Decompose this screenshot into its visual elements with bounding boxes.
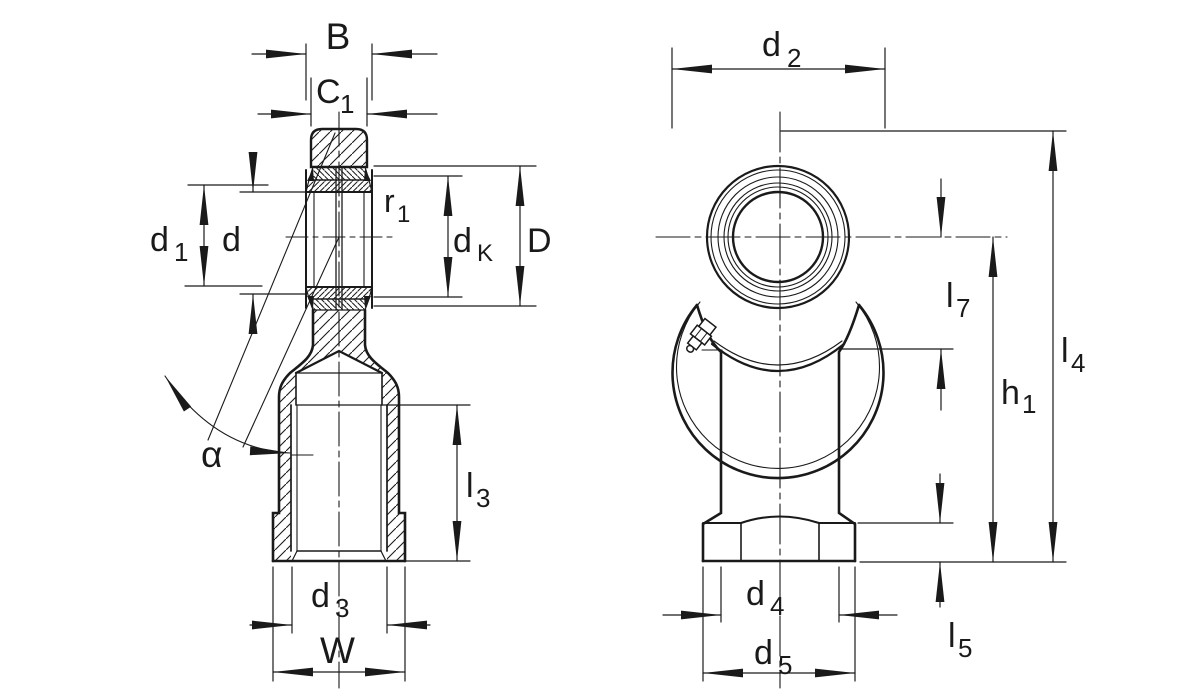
dim-label-d4: d [746,575,765,613]
dim-label-h1: h [1001,374,1020,412]
hex-flats [701,515,857,563]
dim-label-l3: l [466,467,474,505]
side-section-view [164,43,537,689]
dim-label-l5-sub: 5 [958,633,972,663]
dim-label-d1: d [150,221,169,259]
dim-label-h1-sub: 1 [1022,389,1036,419]
misalignment-angle-indicator [164,132,340,456]
dim-label-r1: r [384,183,395,219]
dim-label-alpha: α [201,434,222,475]
centerlines-right [655,111,1008,689]
shank-front [695,303,861,563]
front-view [655,47,1067,689]
dim-label-l3-sub: 3 [476,483,490,513]
dimensions-left [184,43,537,682]
dim-label-d2: d [762,26,781,64]
grease-nipple [686,317,718,353]
dim-label-d3-sub: 3 [335,593,349,623]
dim-label-l4-sub: 4 [1071,348,1085,378]
dim-label-d: d [222,221,241,259]
centerlines-left [285,111,395,689]
dim-label-d2-sub: 2 [787,43,801,73]
dim-label-d1-sub: 1 [174,237,188,267]
dim-label-d5-sub: 5 [778,650,792,680]
dim-label-B: B [326,16,351,57]
dim-label-l7-sub: 7 [956,293,970,323]
dim-label-W: W [320,630,355,671]
dim-label-r1-sub: 1 [397,201,410,228]
dimensions-right [662,47,1067,682]
dim-label-l4: l [1061,332,1069,370]
dim-label-C1: C [316,73,341,111]
dim-label-C1-sub: 1 [340,89,354,119]
dim-label-dK: d [453,222,472,260]
dim-label-d5: d [754,634,773,672]
dim-label-dK-sub: K [477,240,493,267]
dim-label-d4-sub: 4 [770,591,784,621]
dimension-labels: B C 1 d 1 d r 1 d K D α l 3 d 3 W d 2 l … [150,16,1085,680]
dim-label-d3: d [311,577,330,615]
dim-label-l5: l [948,617,956,655]
dim-label-D: D [527,222,552,260]
dim-label-l7: l [946,277,954,315]
